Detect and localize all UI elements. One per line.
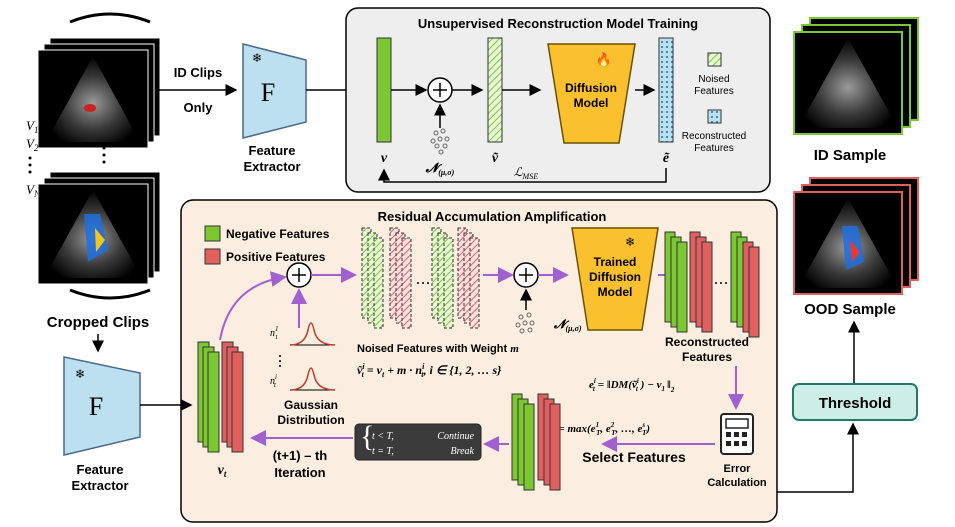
- legend-positive-swatch: [204, 248, 221, 265]
- id-clips-label: ID Clips: [174, 65, 222, 80]
- cond1-rhs: Continue: [437, 431, 474, 442]
- recon-line2: Features: [682, 350, 732, 364]
- frozen-icon: ❄: [252, 51, 262, 65]
- threshold-label: Threshold: [819, 395, 892, 412]
- training-title: Unsupervised Reconstruction Model Traini…: [418, 16, 698, 31]
- raa-noise-dots-icon: [515, 312, 535, 334]
- raa-title: Residual Accumulation Amplification: [378, 209, 607, 224]
- condition-brace: {: [360, 420, 374, 453]
- bottom-feature-extractor: [63, 356, 141, 456]
- ood-sample-label: OOD Sample: [804, 301, 896, 318]
- legend-recon-line1: Reconstructed: [682, 131, 746, 142]
- gaussian-line1: Gaussian: [284, 398, 338, 412]
- trained-line3: Model: [598, 285, 633, 299]
- legend-noised-line1: Noised: [698, 74, 729, 85]
- iteration-line2: Iteration: [274, 465, 325, 480]
- condition-box: [354, 423, 482, 461]
- gaussian-line2: Distribution: [277, 413, 344, 427]
- threshold-box: [792, 383, 918, 421]
- diffusion-model: [547, 43, 636, 144]
- cropped-clips-label: Cropped Clips: [47, 314, 150, 331]
- vt-feature-stack: [197, 341, 244, 453]
- arrow-vt-to-plus: [219, 271, 287, 341]
- loss-feedback-arrow: [378, 168, 667, 183]
- label-v-tilde: ṽ: [492, 151, 499, 166]
- noised-feature-stacks: [361, 227, 480, 329]
- v2-label: V2: [26, 136, 39, 153]
- feature-v: [376, 37, 392, 143]
- legend-negative-swatch: [204, 225, 221, 242]
- gaussian-plots: [279, 322, 336, 391]
- legend-recon-swatch: [707, 109, 722, 124]
- cond2-rhs: Break: [450, 446, 474, 457]
- cond1-lhs: t < T,: [372, 431, 394, 442]
- v1-label: V1: [26, 118, 38, 135]
- legend-recon-line2: Features: [694, 143, 733, 154]
- bottom-frozen-icon: ❄: [75, 367, 85, 381]
- noised-weight-label: Noised Features with Weight m: [357, 343, 519, 355]
- label-v: v: [381, 151, 388, 166]
- top-extractor-line2: Extractor: [243, 159, 300, 174]
- input-clips-doppler: [37, 171, 161, 300]
- vn-label: VN: [26, 182, 41, 199]
- legend-noised-swatch: [707, 52, 722, 67]
- cond2-lhs: t = T,: [372, 446, 394, 457]
- id-sample-label: ID Sample: [814, 147, 887, 164]
- top-feature-extractor: [242, 43, 307, 139]
- only-label: Only: [184, 100, 214, 115]
- diffusion-line1: Diffusion: [565, 81, 617, 95]
- selected-feature-stacks: [511, 393, 561, 491]
- legend-positive-label: Positive Features: [226, 250, 326, 264]
- vt-label: vt: [218, 463, 227, 479]
- label-e-tilde: ẽ: [663, 151, 670, 166]
- iteration-line1: (t+1) – th: [273, 448, 328, 463]
- trained-line2: Diffusion: [589, 270, 641, 284]
- top-extractor-line1: Feature: [249, 143, 296, 158]
- id-sample-stack: [793, 17, 919, 135]
- diffusion-line2: Model: [574, 96, 609, 110]
- trained-line1: Trained: [594, 255, 637, 269]
- calculator-icon: [720, 413, 754, 455]
- bottom-extractor-line2: Extractor: [71, 478, 128, 493]
- feature-v-tilde: [487, 37, 503, 143]
- trained-diffusion-model: [571, 227, 659, 331]
- input-clips: [37, 12, 161, 149]
- legend-noised-line2: Features: [694, 86, 733, 97]
- bottom-extractor-symbol: F: [89, 392, 103, 421]
- vertical-ellipsis: [28, 146, 106, 174]
- feature-e-tilde: [658, 37, 674, 143]
- trained-frozen-icon: ❄: [625, 235, 635, 249]
- select-features-label: Select Features: [582, 449, 686, 465]
- recon-feature-stacks: [664, 231, 760, 338]
- top-extractor-symbol: F: [261, 78, 275, 107]
- loss-label: ℒMSE: [514, 165, 538, 181]
- recon-line1: Reconstructed: [665, 335, 749, 349]
- noise-dots-icon: [430, 128, 450, 155]
- ood-sample-stack: [793, 177, 919, 295]
- legend-negative-label: Negative Features: [226, 227, 330, 241]
- error-line2: Calculation: [707, 477, 767, 489]
- bottom-extractor-line1: Feature: [77, 462, 124, 477]
- error-line1: Error: [724, 463, 752, 475]
- fire-icon: 🔥: [596, 52, 612, 67]
